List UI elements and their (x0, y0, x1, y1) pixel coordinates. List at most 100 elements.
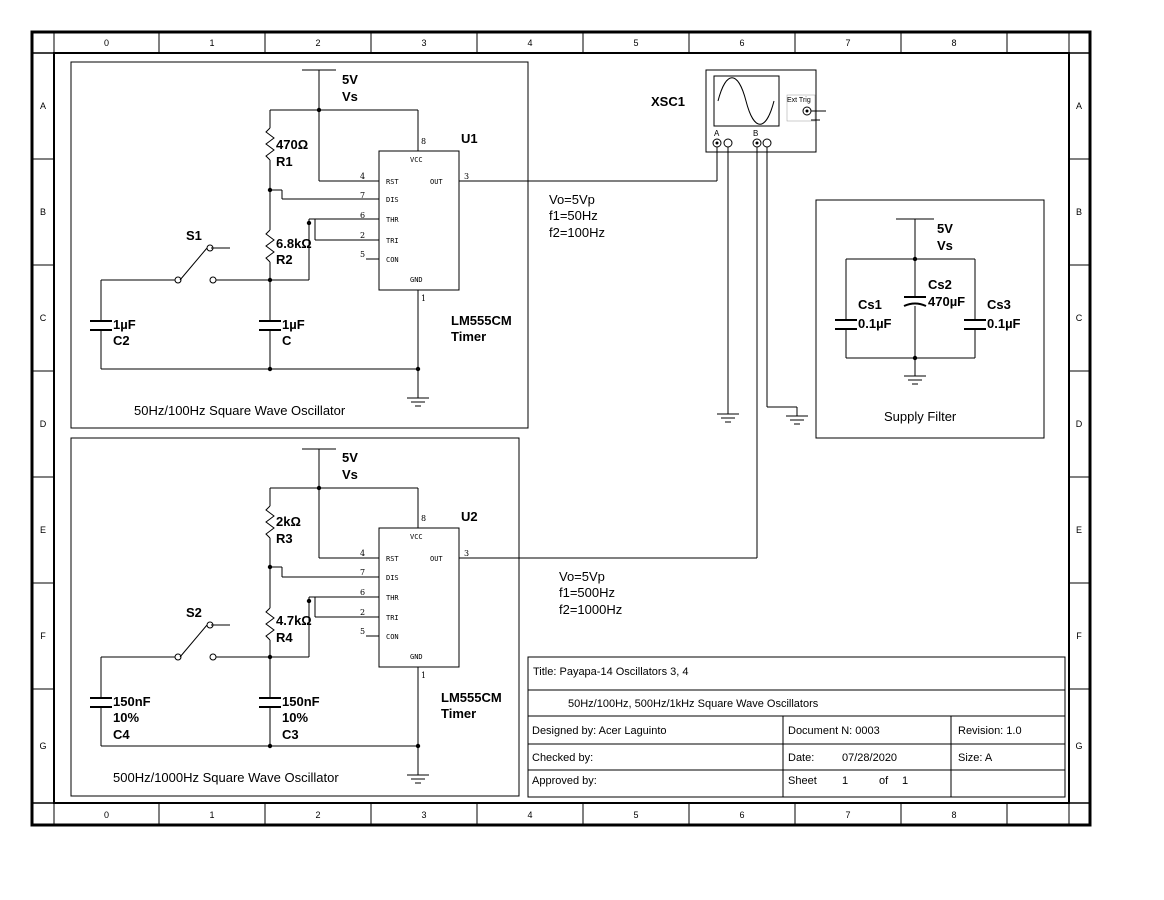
osc2-pinnum-tri: 2 (360, 608, 365, 617)
sine-wave-icon (717, 77, 775, 125)
row-marker-right: C (1076, 313, 1083, 323)
sheet-total: 1 (902, 775, 908, 787)
osc2-c4-tolerance: 10% (113, 710, 139, 725)
row-marker-left: G (39, 741, 46, 751)
filter-cs3-value: 0.1µF (987, 316, 1021, 331)
osc1-pinnum-vcc: 8 (421, 137, 426, 146)
osc1-pinnum-out: 3 (464, 172, 469, 181)
osc1-c2-ref: C2 (113, 333, 130, 348)
column-marker-top: 0 (104, 38, 109, 48)
osc2-note-f1: f1=500Hz (559, 585, 615, 600)
osc2-c3-value: 150nF (282, 694, 320, 709)
filter-cs1-value: 0.1µF (858, 316, 892, 331)
row-marker-left: E (40, 525, 46, 535)
column-marker-top: 8 (951, 38, 956, 48)
osc2-pin-rst: RST (386, 555, 399, 563)
osc2-note-vo: Vo=5Vp (559, 569, 605, 584)
drawing-frame (30, 30, 1092, 827)
osc1-pinnum-dis: 7 (360, 191, 365, 200)
osc1-pin-vcc: VCC (410, 156, 423, 164)
revision-field: Revision: 1.0 (958, 725, 1022, 737)
osc1-supply-voltage: 5V (342, 72, 358, 87)
osc2-c3-ref: C3 (282, 727, 299, 742)
designed-by-field: Designed by: Acer Laguinto (532, 725, 667, 737)
column-marker-top: 2 (315, 38, 320, 48)
column-marker-bottom: 8 (951, 810, 956, 820)
osc2-ground-icon (407, 774, 429, 784)
osc2-pin-thr: THR (386, 594, 399, 602)
osc2-ic-desc: Timer (441, 706, 476, 721)
column-marker-bottom: 4 (527, 810, 532, 820)
date-label: Date: (788, 752, 814, 764)
osc1-ic-ref: U1 (461, 131, 478, 146)
osc2-pin-out: OUT (430, 555, 443, 563)
osc1-r2-ref: R2 (276, 252, 293, 267)
osc2-pin-dis: DIS (386, 574, 399, 582)
osc1-note-f1: f1=50Hz (549, 208, 598, 223)
title-field: Title: Payapa-14 Oscillators 3, 4 (533, 666, 689, 678)
osc2-ic-ref: U2 (461, 509, 478, 524)
osc2-r4-ref: R4 (276, 630, 293, 645)
osc2-r4-value: 4.7kΩ (276, 613, 312, 628)
column-marker-top: 3 (421, 38, 426, 48)
column-marker-bottom: 3 (421, 810, 426, 820)
row-marker-right: D (1076, 419, 1083, 429)
scope-ref: XSC1 (651, 94, 685, 109)
osc2-pinnum-thr: 6 (360, 588, 365, 597)
osc1-pin-out: OUT (430, 178, 443, 186)
osc2-c4-ref: C4 (113, 727, 130, 742)
osc1-pinnum-thr: 6 (360, 211, 365, 220)
osc1-supply-name: Vs (342, 89, 358, 104)
scope-wiring (716, 147, 798, 558)
filter-supply-name: Vs (937, 238, 953, 253)
scope-channel-b-label: B (753, 129, 758, 138)
osc2-caption: 500Hz/1000Hz Square Wave Oscillator (113, 770, 339, 785)
osc2-pin-con: CON (386, 633, 399, 641)
osc2-pin-tri: TRI (386, 614, 399, 622)
date-value: 07/28/2020 (842, 752, 897, 764)
osc2-c4-value: 150nF (113, 694, 151, 709)
osc2-pin-vcc: VCC (410, 533, 423, 541)
osc1-pin-con: CON (386, 256, 399, 264)
scope-ground-icon (717, 413, 808, 425)
osc2-c3-tolerance: 10% (282, 710, 308, 725)
oscilloscope-xsc1[interactable]: Ext Trig A B XSC1 (651, 69, 826, 153)
osc1-pinnum-rst: 4 (360, 172, 365, 181)
osc2-r3-value: 2kΩ (276, 514, 301, 529)
osc1-r2-value: 6.8kΩ (276, 236, 312, 251)
osc2-pinnum-out: 3 (464, 549, 469, 558)
title-block: Title: Payapa-14 Oscillators 3, 4 50Hz/1… (527, 656, 1066, 798)
osc1-pin-tri: TRI (386, 237, 399, 245)
osc2-pin-gnd: GND (410, 653, 423, 661)
row-marker-left: A (40, 101, 46, 111)
osc2-pinnum-gnd: 1 (421, 671, 426, 680)
scope-channel-a-label: A (714, 129, 720, 138)
row-marker-right: A (1076, 101, 1082, 111)
ruler-ticks (32, 32, 1090, 825)
description-field: 50Hz/100Hz, 500Hz/1kHz Square Wave Oscil… (568, 698, 819, 710)
osc1-switch-ref: S1 (186, 228, 202, 243)
row-marker-left: F (40, 631, 46, 641)
osc2-supply-voltage: 5V (342, 450, 358, 465)
column-marker-top: 7 (845, 38, 850, 48)
row-marker-left: B (40, 207, 46, 217)
osc2-ic-part: LM555CM (441, 690, 502, 705)
osc2-pinnum-vcc: 8 (421, 514, 426, 523)
osc1-pin-dis: DIS (386, 196, 399, 204)
osc1-note-f2: f2=100Hz (549, 225, 605, 240)
column-marker-top: 5 (633, 38, 638, 48)
osc2-box (70, 437, 520, 797)
osc1-pin-rst: RST (386, 178, 399, 186)
osc1-r1-value: 470Ω (276, 137, 308, 152)
row-marker-left: D (40, 419, 47, 429)
osc1-pinnum-tri: 2 (360, 231, 365, 240)
column-marker-bottom: 6 (739, 810, 744, 820)
osc2-r3-ref: R3 (276, 531, 293, 546)
column-marker-bottom: 1 (209, 810, 214, 820)
checked-by-field: Checked by: (532, 752, 593, 764)
filter-cs3-ref: Cs3 (987, 297, 1011, 312)
osc1-c-value: 1µF (282, 317, 305, 332)
osc1-circuit: VCC RST OUT DIS THR TRI CON GND 8 4 3 7 … (90, 69, 717, 418)
